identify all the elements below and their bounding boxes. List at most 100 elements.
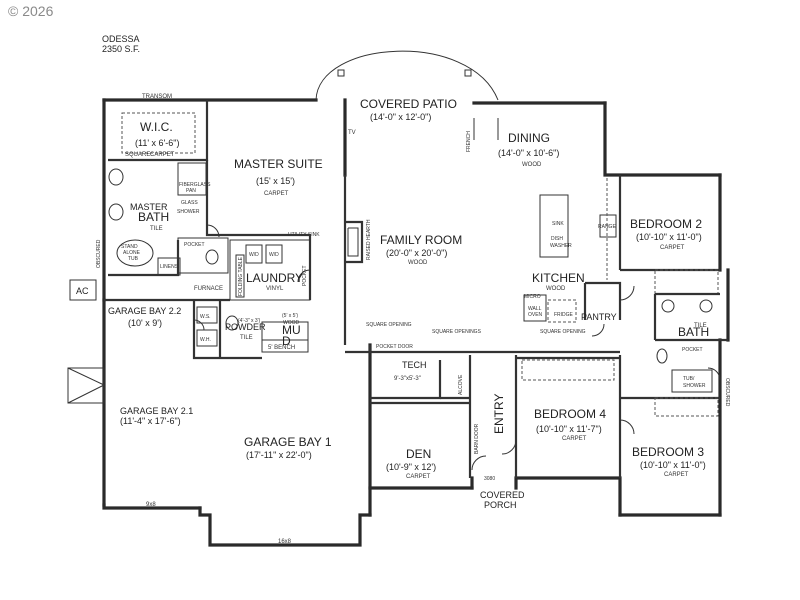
laundry-floor: VINYL [266, 286, 284, 292]
bedroom3-name: BEDROOM 3 [632, 445, 704, 459]
wic-dims: (11' x 6'-6") [135, 138, 179, 148]
powder-name: POWDER [225, 322, 266, 332]
range-label: RANGE [598, 224, 616, 230]
covered-porch-name-2: PORCH [484, 500, 517, 510]
alcove-label: ALCOVE [458, 374, 464, 395]
linens-closet [157, 257, 181, 276]
toilet-icon [205, 249, 219, 265]
fridge-box [547, 299, 577, 323]
wall-oven-box [523, 294, 547, 322]
bedroom2-floor: CARPET [660, 245, 685, 251]
tub-label-2: ALONE [123, 250, 141, 256]
plan-name: ODESSA [102, 34, 140, 44]
dish-label: DISH [551, 236, 563, 242]
bedroom2-closet [654, 269, 719, 295]
garage-door-large-label: 16x8 [278, 539, 292, 545]
obscured-right-label: OBSCURED [724, 378, 730, 407]
garage-bay-22-dims: (10' x 9') [128, 318, 162, 328]
bench-box [261, 339, 309, 353]
master-suite-dims: (15' x 15') [256, 176, 295, 186]
wic-floor: CARPET [150, 152, 175, 158]
sink-label: SINK [552, 221, 564, 227]
den-floor: CARPET [406, 474, 431, 480]
glass-shower-label-1: GLASS [181, 200, 198, 206]
dining-name: DINING [508, 131, 550, 145]
copyright-watermark: © 2026 [8, 3, 54, 19]
pocket-label: POCKET [184, 242, 205, 248]
tub-shower-label-1: TUB/ [683, 376, 695, 382]
bedroom3-closet [654, 397, 719, 417]
ws-box [196, 306, 218, 324]
dining-floor: WOOD [522, 162, 542, 168]
dining-dims: (14'-0" x 10'-6") [498, 148, 559, 158]
dryer-box [265, 244, 283, 264]
covered-patio-name: COVERED PATIO [360, 97, 457, 111]
bath-pocket-label: POCKET [682, 347, 703, 353]
patio-arc [315, 50, 499, 101]
kitchen-island [539, 194, 569, 258]
garage-bay-21-name: GARAGE BAY 2.1 [120, 406, 193, 416]
fiberglass-label-2: PAN [186, 188, 196, 194]
wall-oven-label-1: WALL [528, 306, 542, 312]
interior-walls [104, 100, 728, 478]
washer-label: W/D [249, 252, 259, 258]
dryer-label: W/D [269, 252, 279, 258]
linens-label: LINENS [160, 264, 179, 270]
bedroom4-name: BEDROOM 4 [534, 407, 606, 421]
ac-unit [69, 279, 97, 301]
den-name: DEN [406, 447, 431, 461]
sink-icon [699, 299, 713, 313]
glass-shower-label-2: SHOWER [177, 209, 200, 215]
furnace-label: FURNACE [194, 286, 223, 292]
covered-patio-dims: (14'-0" x 12'-0") [370, 112, 431, 122]
patio-posts [337, 69, 472, 77]
fixtures [108, 168, 713, 364]
ac-label: AC [76, 286, 89, 296]
bedroom3-floor: CARPET [664, 472, 689, 478]
powder-floor: TILE [240, 335, 253, 341]
bedroom4-closet [521, 359, 615, 381]
kitchen-floor: WOOD [546, 286, 566, 292]
garage-bay-22-name: GARAGE BAY 2.2 [108, 306, 181, 316]
obscured-left-label: OBSCURED [96, 239, 102, 268]
toilet-icon [225, 315, 239, 331]
master-suite-floor: CARPET [264, 191, 289, 197]
family-room-name: FAMILY ROOM [380, 233, 462, 247]
wic-name: W.I.C. [140, 120, 173, 134]
tub-label-1: STAND [121, 244, 138, 250]
pantry-name: PANTRY [581, 312, 617, 322]
bedroom4-dims: (10'-10" x 11'-7") [536, 424, 602, 434]
bedroom3-dims: (10'-10" x 11'-0") [640, 460, 706, 470]
mud-floor-label: WOOD [283, 320, 299, 326]
bath-name: BATH [678, 325, 709, 339]
door-3080-label: 3080 [484, 476, 495, 482]
tub-shower-label-2: SHOWER [683, 383, 706, 389]
standalone-tub-icon [116, 239, 154, 267]
master-bath-floor: TILE [150, 226, 163, 232]
master-bath-name-1: MASTER [130, 202, 168, 212]
wic-note: SQUARE [125, 152, 150, 158]
plan-area: 2350 S.F. [102, 44, 140, 54]
bedroom2-name: BEDROOM 2 [630, 217, 702, 231]
washer-box [245, 244, 263, 264]
toilet-icon [656, 348, 668, 364]
garage-bay-21-dims: (11'-4" x 17'-6") [120, 416, 181, 426]
post-icon [464, 69, 472, 77]
vanity-sink-icon [108, 168, 124, 186]
door-swings [193, 118, 721, 471]
garage-door-small-label: 9x8 [146, 502, 156, 508]
tub-label-3: TUB [128, 256, 139, 262]
bedroom2-dims: (10'-10" x 11'-0") [636, 232, 702, 242]
vanity-sink-icon [108, 203, 124, 221]
shower-pan [177, 162, 207, 196]
kitchen-name: KITCHEN [532, 271, 585, 285]
garage-side-step [67, 367, 105, 404]
den-dims: (10'-9" x 12') [386, 462, 436, 472]
laundry-name: LAUNDRY [246, 271, 303, 285]
tech-dims: 9'-3"x5'-3" [394, 376, 421, 382]
square-openings-label: SQUARE OPENINGS [432, 329, 482, 335]
micro-label: MICRO [524, 294, 541, 300]
master-suite-name: MASTER SUITE [234, 157, 323, 171]
tech-name: TECH [402, 360, 427, 370]
